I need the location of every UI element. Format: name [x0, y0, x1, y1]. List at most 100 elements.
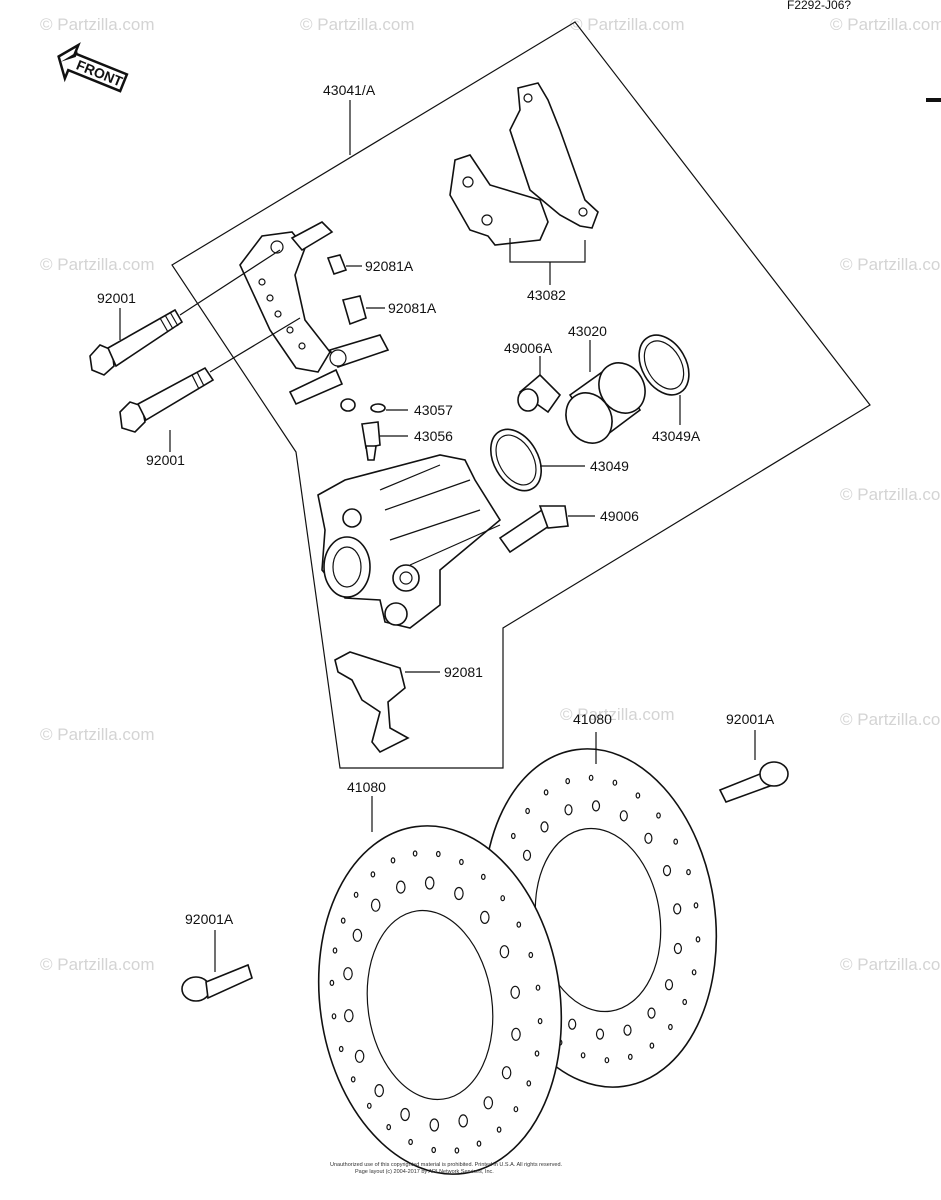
disc-vent-hole [662, 864, 672, 877]
watermark: © Partzilla.com [40, 255, 155, 274]
disc-vent-hole [343, 967, 353, 981]
part-labels: 43041/A 43082 92081A 92081A 92001 92001 … [97, 82, 775, 927]
disc-vent-hole [500, 895, 506, 902]
part-label: 41080 [573, 711, 612, 727]
disc-vent-hole [479, 910, 490, 925]
pin-49006 [498, 505, 595, 554]
watermark: © Partzilla.com [560, 705, 675, 724]
disc-vent-hole [390, 857, 396, 864]
disc-vent-hole [354, 1049, 365, 1063]
disc-vent-hole [535, 984, 541, 991]
disc-vent-hole [537, 1017, 543, 1025]
disc-vent-hole [668, 1023, 673, 1031]
part-label: 49006A [504, 340, 553, 356]
disc-vent-hole [454, 886, 464, 901]
clip-92081A-upper [326, 254, 362, 276]
disc-vent-hole [343, 1009, 354, 1023]
disc-bolt-92001A-left [181, 930, 253, 1002]
watermark: © Partzilla.com [840, 255, 941, 274]
brake-disc-front [317, 825, 563, 1175]
part-label: 92081A [365, 258, 414, 274]
disc-vent-hole [435, 850, 441, 858]
watermark: © Partzilla.com [40, 955, 155, 974]
disc-vent-hole [454, 1147, 460, 1154]
disc-vent-hole [619, 810, 628, 822]
caliper-body [317, 454, 502, 629]
disc-vent-hole [664, 979, 674, 991]
part-label: 43020 [568, 323, 607, 339]
part-label: 92001 [97, 290, 136, 306]
disc-vent-hole [353, 891, 359, 898]
disc-vent-hole [496, 1126, 502, 1133]
brake-disc-rear [482, 748, 718, 1088]
boot-49006A [517, 373, 562, 414]
disc-vent-hole [516, 921, 522, 928]
disc-vent-hole [673, 903, 682, 915]
disc-vent-hole [627, 1053, 633, 1061]
copyright-line: Page layout (c) 2004-2017 by ARI Network… [355, 1169, 494, 1175]
part-label: 92001A [726, 711, 775, 727]
disc-vent-hole [540, 821, 549, 833]
copyright-line: Unauthorized use of this copyrighted mat… [330, 1162, 563, 1168]
part-label: 43049A [652, 428, 701, 444]
disc-vent-hole [480, 873, 486, 881]
spring-92081 [334, 651, 440, 754]
disc-vent-hole [370, 871, 376, 878]
disc-vent-hole [691, 969, 697, 976]
disc-vent-hole [501, 1066, 512, 1080]
watermark: © Partzilla.com [840, 955, 941, 974]
disc-vent-hole [656, 812, 661, 819]
disc-vent-hole [499, 945, 510, 959]
part-label: 43082 [527, 287, 566, 303]
disc-vent-hole [612, 779, 618, 786]
disc-vent-hole [329, 979, 335, 987]
watermark-layer: © Partzilla.com © Partzilla.com © Partzi… [40, 15, 941, 974]
clip-92081A-lower [341, 295, 385, 326]
leader [209, 317, 301, 373]
disc-vent-hole [564, 804, 573, 816]
disc-vent-hole [510, 985, 520, 999]
disc-vent-hole [513, 1106, 519, 1113]
part-label: 43041/A [323, 82, 376, 98]
caliper-bracket [239, 221, 390, 406]
part-label: 92081A [388, 300, 437, 316]
disc-vent-hole [673, 838, 679, 845]
disc-vent-hole [510, 832, 516, 840]
bolt-92001-lower [119, 366, 215, 433]
disc-vent-hole [476, 1140, 482, 1147]
front-label: FRONT [74, 57, 125, 90]
disc-vent-hole [528, 951, 534, 959]
disc-vent-hole [588, 774, 594, 781]
disc-vent-hole [543, 789, 549, 796]
bolt-92001-upper [89, 308, 184, 376]
watermark: © Partzilla.com [830, 15, 941, 34]
disc-bolt-92001A-right [718, 730, 789, 803]
part-label: 43049 [590, 458, 629, 474]
disc-vent-hole [331, 1013, 337, 1020]
disc-vent-hole [483, 1096, 494, 1110]
disc-vent-hole [459, 858, 464, 866]
disc-vent-hole [350, 1076, 356, 1083]
disc-vent-hole [458, 1114, 468, 1128]
disc-vent-hole [647, 1007, 656, 1019]
piston-43020 [565, 362, 646, 444]
part-label: 41080 [347, 779, 386, 795]
disc-vent-hole [693, 902, 699, 909]
brake-pad-rear [509, 82, 599, 229]
disc-vent-hole [649, 1042, 655, 1049]
disc-vent-hole [412, 850, 418, 857]
disc-vent-hole [374, 1083, 384, 1098]
disc-vent-hole [338, 1045, 344, 1053]
caliper-assembly-outline [171, 21, 871, 769]
seal-43049A [638, 334, 690, 425]
disc-vent-hole [395, 880, 406, 894]
bleeder-screw [361, 421, 408, 461]
disc-vent-hole [526, 1080, 532, 1087]
disc-vent-hole [340, 917, 346, 924]
disc-vent-hole [431, 1146, 437, 1154]
disc-vent-hole [511, 1027, 521, 1041]
bleeder-cap [340, 398, 408, 413]
disc-vent-hole [525, 807, 530, 815]
watermark: © Partzilla.com [40, 725, 155, 744]
